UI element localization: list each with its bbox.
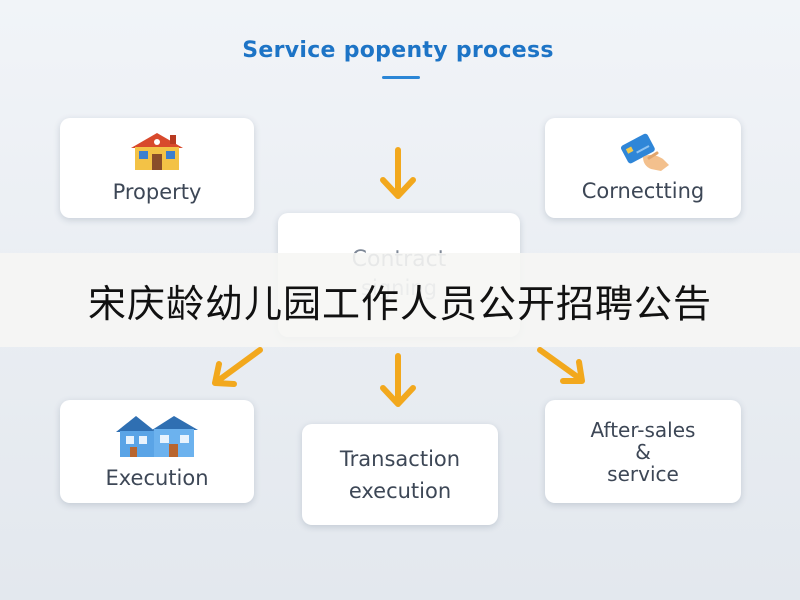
node-execution-label: Execution [105, 465, 209, 490]
node-connecting: Cornectting [545, 118, 741, 218]
node-execution: Execution [60, 400, 254, 503]
node-aftersales-line1: After-sales [590, 417, 696, 442]
node-aftersales-line3: service [607, 461, 679, 486]
overlay-banner: 宋庆龄幼儿园工作人员公开招聘公告 [0, 253, 800, 347]
house-icon [116, 415, 198, 457]
node-property-label: Property [112, 180, 202, 204]
card-hand-icon [621, 133, 669, 171]
node-aftersales-line2: & [635, 439, 651, 464]
arrow-down-top [380, 147, 416, 199]
house-icon [131, 133, 183, 170]
node-transaction-line2: execution [348, 478, 452, 503]
arrow-down-left [212, 347, 263, 387]
node-property: Property [60, 118, 254, 218]
node-after-sales-service: After-sales & service [545, 400, 741, 503]
diagram-title: Service popenty process [242, 38, 554, 63]
node-transaction-execution: Transaction execution [302, 424, 498, 525]
title-underline [382, 76, 420, 79]
node-transaction-line1: Transaction [339, 446, 461, 471]
banner-text: 宋庆龄幼儿园工作人员公开招聘公告 [87, 281, 712, 326]
node-connecting-label: Cornectting [581, 179, 705, 203]
arrow-down-middle [380, 353, 416, 407]
arrow-down-right [537, 347, 585, 384]
